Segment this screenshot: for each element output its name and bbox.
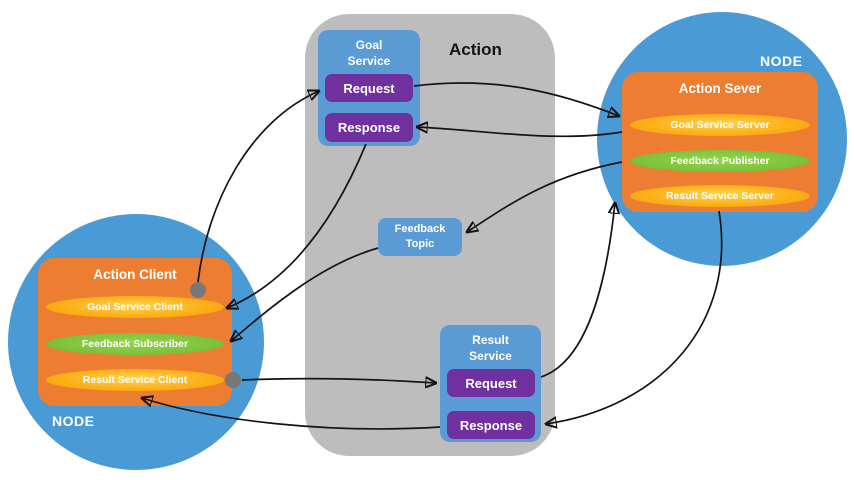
goal-service-client-pill: Goal Service Client <box>46 296 224 318</box>
goal-service-server-pill: Goal Service Server <box>630 114 810 136</box>
client-node-label: NODE <box>52 413 95 429</box>
goal-connector-dot <box>190 282 206 298</box>
action-server-title: Action Sever <box>678 81 762 96</box>
goal-response-button: Response <box>325 113 413 142</box>
result-service-server-pill: Result Service Server <box>630 185 810 207</box>
feedback-subscriber-pill: Feedback Subscriber <box>46 333 224 355</box>
result-request-button: Request <box>447 369 535 397</box>
goal-service-title: Goal Service <box>347 38 391 68</box>
action-client-box: Action Client Goal Service Client Feedba… <box>38 258 232 406</box>
feedback-topic-title: Feedback Topic <box>394 223 446 250</box>
feedback-publisher-pill: Feedback Publisher <box>630 150 810 172</box>
result-connector-dot <box>225 372 241 388</box>
server-node-label: NODE <box>760 53 803 69</box>
result-service-client-pill: Result Service Client <box>46 369 224 391</box>
result-response-button: Response <box>447 411 535 439</box>
action-title: Action <box>449 40 502 59</box>
action-client-title: Action Client <box>93 267 177 282</box>
goal-request-button: Request <box>325 74 413 102</box>
feedback-topic-box: Feedback Topic <box>378 218 462 256</box>
result-service-title: Result Service <box>469 333 512 363</box>
action-server-box: Action Sever Goal Service Server Feedbac… <box>622 72 818 212</box>
